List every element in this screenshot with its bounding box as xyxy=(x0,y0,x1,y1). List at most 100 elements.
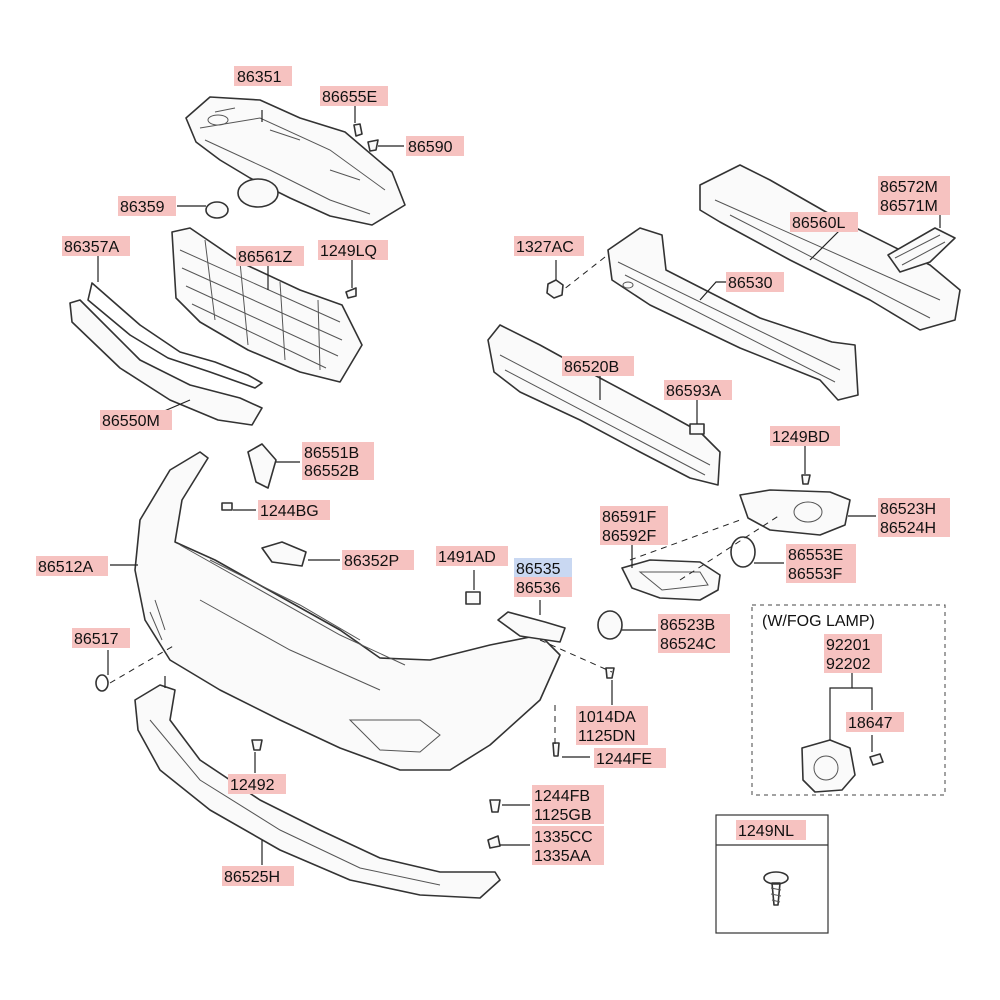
svg-text:86352P: 86352P xyxy=(344,553,399,570)
label-86655e[interactable]: 86655E xyxy=(320,86,388,106)
svg-text:86523H: 86523H xyxy=(880,501,936,518)
part-fog-bracket xyxy=(597,610,623,640)
part-emblem xyxy=(205,178,279,219)
part-bumper-bracket xyxy=(497,611,566,643)
svg-text:12492: 12492 xyxy=(230,777,275,794)
label-1249nl[interactable]: 1249NL xyxy=(736,820,806,840)
svg-text:86523B: 86523B xyxy=(660,617,715,634)
svg-text:86561Z: 86561Z xyxy=(238,249,292,266)
label-92201[interactable]: 92201 xyxy=(824,634,882,654)
svg-text:1244FE: 1244FE xyxy=(596,751,652,768)
svg-text:92202: 92202 xyxy=(826,656,871,673)
svg-text:1249BD: 1249BD xyxy=(772,429,830,446)
svg-text:86536: 86536 xyxy=(516,580,561,597)
svg-text:18647: 18647 xyxy=(848,715,893,732)
svg-text:86551B: 86551B xyxy=(304,445,359,462)
label-1327ac[interactable]: 1327AC xyxy=(514,236,584,256)
svg-text:86359: 86359 xyxy=(120,199,165,216)
label-18647[interactable]: 18647 xyxy=(846,712,904,732)
label-1244fb[interactable]: 1244FB xyxy=(532,785,604,805)
part-lower-lip xyxy=(134,684,501,899)
label-86551b[interactable]: 86551B xyxy=(302,442,374,462)
label-86552b[interactable]: 86552B xyxy=(302,460,374,480)
svg-text:1335CC: 1335CC xyxy=(534,829,593,846)
svg-text:1249LQ: 1249LQ xyxy=(320,243,377,260)
label-86572m[interactable]: 86572M xyxy=(878,176,950,196)
svg-text:86571M: 86571M xyxy=(880,198,938,215)
part-bumper-cover xyxy=(134,451,561,771)
assembly-lines xyxy=(109,256,781,745)
label-86357a[interactable]: 86357A xyxy=(62,236,130,256)
label-86530[interactable]: 86530 xyxy=(726,272,784,292)
svg-text:86553E: 86553E xyxy=(788,547,843,564)
label-1249lq[interactable]: 1249LQ xyxy=(318,240,388,260)
label-86553f[interactable]: 86553F xyxy=(786,563,856,583)
label-86512a[interactable]: 86512A xyxy=(36,556,108,576)
svg-text:1125GB: 1125GB xyxy=(534,807,592,824)
label-86351[interactable]: 86351 xyxy=(234,66,292,86)
svg-text:92201: 92201 xyxy=(826,637,871,654)
label-1335aa[interactable]: 1335AA xyxy=(532,845,604,865)
svg-text:1335AA: 1335AA xyxy=(534,848,591,865)
label-86561z[interactable]: 86561Z xyxy=(236,246,304,266)
fog-lamp-option-box xyxy=(751,604,946,796)
label-1249bd[interactable]: 1249BD xyxy=(770,426,840,446)
part-trim-ring xyxy=(730,536,756,568)
label-86525h[interactable]: 86525H xyxy=(222,866,294,886)
label-86590[interactable]: 86590 xyxy=(406,136,464,156)
label-92202[interactable]: 92202 xyxy=(824,653,882,673)
label-86536[interactable]: 86536 xyxy=(514,577,572,597)
label-86571m[interactable]: 86571M xyxy=(878,195,950,215)
label-1244fe[interactable]: 1244FE xyxy=(594,748,666,768)
label-1244bg[interactable]: 1244BG xyxy=(258,500,330,520)
part-center-bracket xyxy=(261,541,307,567)
part-foam-absorber xyxy=(487,324,721,486)
label-86560l[interactable]: 86560L xyxy=(790,212,858,232)
label-86524h[interactable]: 86524H xyxy=(878,517,950,537)
leader-lines xyxy=(97,105,941,865)
label-86591f[interactable]: 86591F xyxy=(600,506,668,526)
svg-text:86591F: 86591F xyxy=(602,509,656,526)
label-86553e[interactable]: 86553E xyxy=(786,544,856,564)
label-86535[interactable]: 86535 xyxy=(514,558,572,578)
label-86517[interactable]: 86517 xyxy=(72,628,130,648)
part-screw-1249nl xyxy=(763,871,789,906)
part-small-bracket xyxy=(887,227,956,273)
svg-text:86530: 86530 xyxy=(728,275,773,292)
svg-text:86512A: 86512A xyxy=(38,559,93,576)
part-radiator-grille xyxy=(171,227,363,383)
label-86523b[interactable]: 86523B xyxy=(658,614,730,634)
part-fog-cover xyxy=(621,559,721,601)
label-86352p[interactable]: 86352P xyxy=(342,550,414,570)
label-86523h[interactable]: 86523H xyxy=(878,498,950,518)
svg-text:86524H: 86524H xyxy=(880,520,936,537)
label-1491ad[interactable]: 1491AD xyxy=(436,546,508,566)
label-86359[interactable]: 86359 xyxy=(118,196,176,216)
fastener-screws xyxy=(221,123,811,849)
svg-text:86525H: 86525H xyxy=(224,869,280,886)
svg-text:86593A: 86593A xyxy=(666,383,721,400)
svg-text:86590: 86590 xyxy=(408,139,453,156)
label-86550m[interactable]: 86550M xyxy=(100,410,172,430)
label-1125dn[interactable]: 1125DN xyxy=(576,725,648,745)
part-clip xyxy=(689,423,705,435)
label-1125gb[interactable]: 1125GB xyxy=(532,804,604,824)
svg-text:1491AD: 1491AD xyxy=(438,549,496,566)
label-12492[interactable]: 12492 xyxy=(228,774,286,794)
part-lower-molding xyxy=(69,299,263,426)
svg-text:86520B: 86520B xyxy=(564,359,619,376)
label-86592f[interactable]: 86592F xyxy=(600,525,668,545)
part-nut xyxy=(546,279,564,299)
part-upper-cover xyxy=(185,96,406,226)
fog-lamp-note: (W/FOG LAMP) xyxy=(762,613,875,630)
label-1014da[interactable]: 1014DA xyxy=(576,706,648,726)
svg-text:86351: 86351 xyxy=(237,69,282,86)
svg-text:86552B: 86552B xyxy=(304,463,359,480)
label-1335cc[interactable]: 1335CC xyxy=(532,826,604,846)
svg-text:86357A: 86357A xyxy=(64,239,119,256)
label-86520b[interactable]: 86520B xyxy=(562,356,634,376)
part-grille-molding xyxy=(87,282,263,389)
part-fog-bezel xyxy=(739,489,851,536)
label-86593a[interactable]: 86593A xyxy=(664,380,732,400)
label-86524c[interactable]: 86524C xyxy=(658,633,730,653)
